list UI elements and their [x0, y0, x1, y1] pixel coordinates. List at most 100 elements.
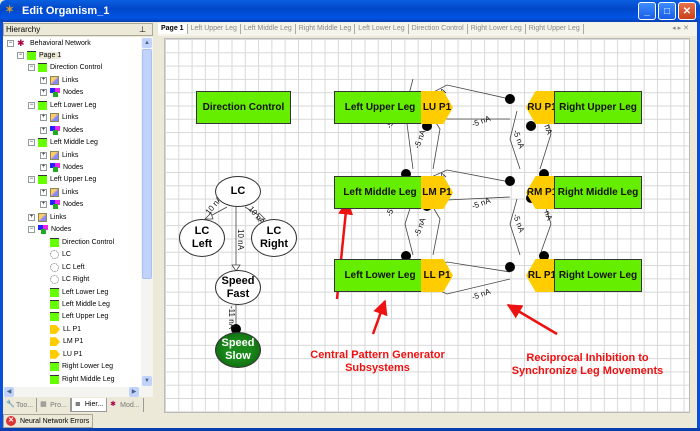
collapse-toggle-icon[interactable]: −	[28, 101, 35, 109]
collapse-toggle-icon[interactable]: −	[28, 64, 35, 72]
neuron-speed-fast[interactable]: Speed Fast	[215, 270, 261, 305]
tree-item[interactable]: +Links	[40, 149, 78, 161]
tree-item[interactable]: + Nodes	[40, 199, 83, 211]
scroll-up-arrow-icon[interactable]: ▲	[142, 38, 152, 48]
subsystem-right-upper-leg[interactable]: Right Upper Leg	[554, 91, 642, 124]
expand-toggle-icon[interactable]: +	[40, 164, 47, 171]
neuron-lc-left[interactable]: LC Left	[179, 219, 225, 257]
collapse-toggle-icon[interactable]: −	[28, 139, 35, 147]
tree-item[interactable]: +Links	[28, 211, 66, 223]
collapse-toggle-icon[interactable]: −	[17, 51, 24, 59]
tree-item[interactable]: LC Right	[50, 274, 89, 286]
tree-item[interactable]: LM P1	[50, 336, 83, 348]
tree-item-label: Nodes	[63, 89, 84, 97]
tree-item[interactable]: Right Middle Leg	[50, 373, 115, 385]
tab-left-upper-leg[interactable]: Left Upper Leg	[188, 24, 241, 34]
tree-item-label: Direction Control	[62, 238, 115, 246]
tree-horizontal-scrollbar[interactable]: ◀ ▶	[3, 387, 153, 397]
panel-splitter[interactable]	[155, 23, 158, 413]
tab-left-middle-leg[interactable]: Left Middle Leg	[241, 24, 296, 34]
subsystem-direction-control[interactable]: Direction Control	[196, 91, 291, 124]
tab-page-1[interactable]: Page 1	[158, 24, 188, 34]
green-square-icon	[38, 138, 47, 148]
scrollbar-thumb[interactable]	[142, 49, 152, 279]
subsystem-right-middle-leg[interactable]: Right Middle Leg	[554, 176, 642, 209]
tab-modules[interactable]: ✱Mod...	[107, 398, 144, 412]
tab-toolbox[interactable]: 🔧Too...	[3, 398, 38, 412]
tab-scroll-left-icon[interactable]: ◂	[672, 25, 678, 32]
maximize-button[interactable]: □	[658, 2, 676, 20]
scroll-left-arrow-icon[interactable]: ◀	[4, 387, 14, 397]
tree-item-label: Nodes	[63, 164, 84, 171]
tree-item[interactable]: +Links	[40, 186, 78, 198]
collapse-toggle-icon[interactable]: −	[28, 226, 35, 234]
tree-item[interactable]: Left Upper Leg	[50, 311, 108, 323]
tree-item[interactable]: −Nodes	[28, 224, 71, 236]
tree-item-label: Nodes	[63, 201, 84, 209]
tab-right-middle-leg[interactable]: Right Middle Leg	[296, 24, 356, 34]
neuron-lc[interactable]: LC	[215, 176, 261, 207]
tab-scroll-right-icon[interactable]: ▸	[677, 25, 684, 32]
tab-hierarchy[interactable]: ≣Hier...	[70, 398, 108, 412]
collapse-toggle-icon[interactable]: −	[7, 39, 14, 47]
expand-toggle-icon[interactable]: +	[40, 201, 47, 209]
pin-icon[interactable]: ⊥	[139, 25, 146, 34]
tree-item[interactable]: − Left Lower Leg	[28, 99, 96, 111]
subsystem-left-lower-leg[interactable]: Left Lower Leg	[334, 259, 426, 292]
expand-toggle-icon[interactable]: +	[40, 89, 47, 97]
synapse-dot	[401, 251, 411, 261]
synapse-dot	[505, 176, 515, 186]
collapse-toggle-icon[interactable]: −	[28, 176, 35, 184]
expand-toggle-icon[interactable]: +	[40, 126, 47, 134]
neuron-lc-right[interactable]: LC Right	[251, 219, 297, 257]
scroll-right-arrow-icon[interactable]: ▶	[129, 387, 139, 397]
subsystem-left-middle-leg[interactable]: Left Middle Leg	[334, 176, 426, 209]
tab-properties[interactable]: ▦Pro...	[37, 398, 71, 412]
tree-item[interactable]: −Direction Control	[28, 62, 102, 74]
subsystem-right-lower-leg[interactable]: Right Lower Leg	[554, 259, 642, 292]
expand-toggle-icon[interactable]: +	[40, 114, 47, 122]
diagram-canvas[interactable]: 10 nA 10 nA 10 nA -11 nA -5 nA -5 nA -5 …	[164, 38, 690, 413]
tree-item[interactable]: LC	[50, 249, 71, 261]
tab-right-lower-leg[interactable]: Right Lower Leg	[468, 24, 526, 34]
tree-item[interactable]: + Nodes	[40, 162, 83, 174]
tree-item[interactable]: LC Left	[50, 261, 85, 273]
tree-item[interactable]: −✱Behavioral Network	[7, 37, 91, 49]
green-square-icon	[50, 287, 59, 297]
scroll-down-arrow-icon[interactable]: ▼	[142, 376, 152, 386]
tree-item[interactable]: −Left Middle Leg	[28, 137, 98, 149]
tree-item[interactable]: Right Lower Leg	[50, 361, 113, 373]
tab-right-upper-leg[interactable]: Right Upper Leg	[526, 24, 584, 34]
tab-direction-control[interactable]: Direction Control	[409, 24, 468, 34]
close-button[interactable]: ✕	[678, 2, 696, 20]
expand-toggle-icon[interactable]: +	[40, 76, 47, 84]
subsystem-left-upper-leg[interactable]: Left Upper Leg	[334, 91, 426, 124]
expand-toggle-icon[interactable]: +	[40, 151, 47, 159]
tree-item-label: Right Middle Leg	[62, 375, 115, 383]
tree-item[interactable]: + Nodes	[40, 87, 83, 99]
tree-item[interactable]: −Page 1	[17, 49, 62, 61]
tree-vertical-scrollbar[interactable]: ▲ ▼	[141, 37, 153, 387]
tree-item[interactable]: Direction Control	[50, 236, 114, 248]
tab-left-lower-leg[interactable]: Left Lower Leg	[355, 24, 409, 34]
tree-item[interactable]: +Links	[40, 74, 78, 86]
tree-item[interactable]: LU P1	[50, 348, 82, 360]
expand-toggle-icon[interactable]: +	[40, 188, 47, 196]
tree-item[interactable]: +Links	[40, 112, 78, 124]
link-rm-rl-inner	[509, 198, 521, 256]
tree-item-label: Left Lower Leg	[50, 101, 97, 109]
neuron-speed-slow[interactable]: Speed Slow	[215, 332, 261, 368]
tree-item[interactable]: Left Middle Leg	[50, 298, 110, 310]
tree-item[interactable]: Left Lower Leg	[50, 286, 108, 298]
expand-toggle-icon[interactable]: +	[28, 213, 35, 221]
neural-network-errors-tab[interactable]: ✕ Neural Network Errors	[3, 414, 93, 428]
minimize-button[interactable]: _	[638, 2, 656, 20]
tree-item[interactable]: LL P1	[50, 323, 81, 335]
tree-item[interactable]: −Left Upper Leg	[28, 174, 96, 186]
error-tab-label: Neural Network Errors	[20, 417, 90, 425]
tree-item-label: LC	[62, 251, 71, 259]
tab-label: Hier...	[84, 401, 104, 408]
tree-item[interactable]: +Nodes	[40, 124, 83, 136]
annotation-arrow-reciprocal	[506, 303, 558, 336]
close-tab-icon[interactable]: ✕	[683, 25, 691, 32]
